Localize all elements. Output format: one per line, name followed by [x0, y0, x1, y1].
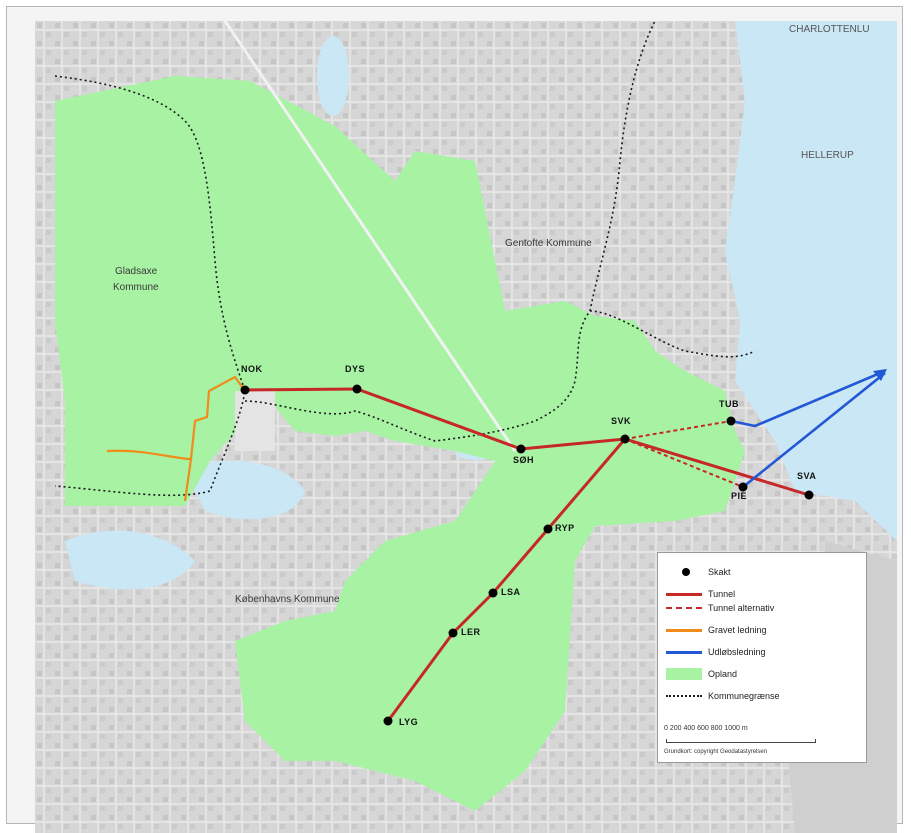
- legend-item-gravet: Gravet ledning: [666, 623, 767, 637]
- scale-bar-label: 0 200 400 600 800 1000 m: [664, 725, 748, 732]
- legend-label: Gravet ledning: [708, 625, 767, 635]
- area-label-gladsaxe-2: Kommune: [113, 282, 159, 293]
- dash-red-icon: [666, 601, 704, 615]
- area-label-hellerup: HELLERUP: [801, 150, 854, 161]
- map-credit: Grundkort: copyright Geodatastyrelsen: [664, 749, 768, 755]
- station-label-dys: DYS: [345, 364, 366, 374]
- sea-area: [725, 21, 897, 541]
- station-dot-lsa: [488, 588, 498, 598]
- area-label-charlottenlund: CHARLOTTENLU: [789, 24, 870, 35]
- station-dots: [240, 384, 814, 726]
- scale-bar: [666, 739, 816, 743]
- lake-west: [185, 460, 305, 520]
- station-label-sva: SVA: [797, 471, 817, 481]
- legend-item-kommunegraense: Kommunegrænse: [666, 689, 780, 703]
- station-dot-dys: [352, 384, 362, 394]
- station-label-lsa: LSA: [501, 587, 521, 597]
- lake-north: [317, 36, 349, 116]
- station-dot-ler: [448, 628, 458, 638]
- legend-item-udlob: Udløbsledning: [666, 645, 766, 659]
- tunnel-alternativ: [624, 420, 732, 440]
- legend-label: Kommunegrænse: [708, 691, 780, 701]
- railway: [223, 21, 517, 452]
- tunnel-alternativ-2: [624, 438, 744, 488]
- station-dot-tub: [726, 416, 736, 426]
- legend-label: Opland: [708, 669, 738, 679]
- area-green-icon: [666, 667, 704, 681]
- industrial-patch: [235, 391, 275, 451]
- station-dot-pie: [738, 482, 748, 492]
- station-dot-soh: [516, 444, 526, 454]
- station-dot-ryp: [543, 524, 553, 534]
- municipal-border-north: [589, 21, 656, 312]
- legend-label: Tunnel: [708, 589, 736, 599]
- area-label-gladsaxe: Gladsaxe: [115, 266, 158, 277]
- area-label-gentofte: Gentofte Kommune: [505, 238, 592, 249]
- station-label-tub: TUB: [719, 399, 739, 409]
- station-label-nok: NOK: [241, 364, 263, 374]
- map-svg: [35, 21, 897, 833]
- station-dot-svk: [620, 434, 630, 444]
- station-label-pie: PIE: [731, 491, 748, 501]
- map-legend: Skakt Tunnel Tunnel alternativ Gravet le…: [657, 552, 867, 763]
- station-dot-nok: [240, 385, 250, 395]
- arrow-head: [873, 369, 887, 381]
- gravet-ledning-branch: [183, 458, 193, 502]
- station-dot-lyg: [383, 716, 393, 726]
- gravet-ledning: [106, 375, 246, 461]
- map-canvas[interactable]: CHARLOTTENLU HELLERUP Gentofte Kommune G…: [35, 21, 897, 833]
- station-label-svk: SVK: [611, 416, 632, 426]
- udlobsledning-pie: [742, 371, 886, 489]
- municipal-border-east: [244, 310, 756, 442]
- line-red-icon: [666, 587, 704, 601]
- municipal-border: [54, 75, 246, 497]
- legend-item-opland: Opland: [666, 667, 737, 681]
- legend-label: Udløbsledning: [708, 647, 766, 657]
- dotted-black-icon: [666, 689, 704, 703]
- area-label-kobenhavn: Københavns Kommune: [235, 594, 340, 605]
- legend-label: Skakt: [708, 567, 731, 577]
- dot-icon: [666, 565, 704, 579]
- line-orange-icon: [666, 623, 704, 637]
- station-dot-sva: [804, 490, 814, 500]
- lake-southwest: [65, 530, 195, 590]
- opland-area: [55, 76, 745, 811]
- station-label-soh: SØH: [513, 455, 535, 465]
- station-label-lyg: LYG: [399, 717, 419, 727]
- legend-item-skakt: Skakt: [666, 565, 731, 579]
- figure-frame: CHARLOTTENLU HELLERUP Gentofte Kommune G…: [6, 6, 903, 833]
- legend-item-tunnel: Tunnel: [666, 587, 735, 601]
- legend-label: Tunnel alternativ: [708, 603, 775, 613]
- line-blue-icon: [666, 645, 704, 659]
- udlobsledning-tub: [730, 369, 886, 428]
- station-label-ryp: RYP: [555, 523, 575, 533]
- station-label-ler: LER: [461, 627, 481, 637]
- legend-item-tunnel-alternativ: Tunnel alternativ: [666, 601, 774, 615]
